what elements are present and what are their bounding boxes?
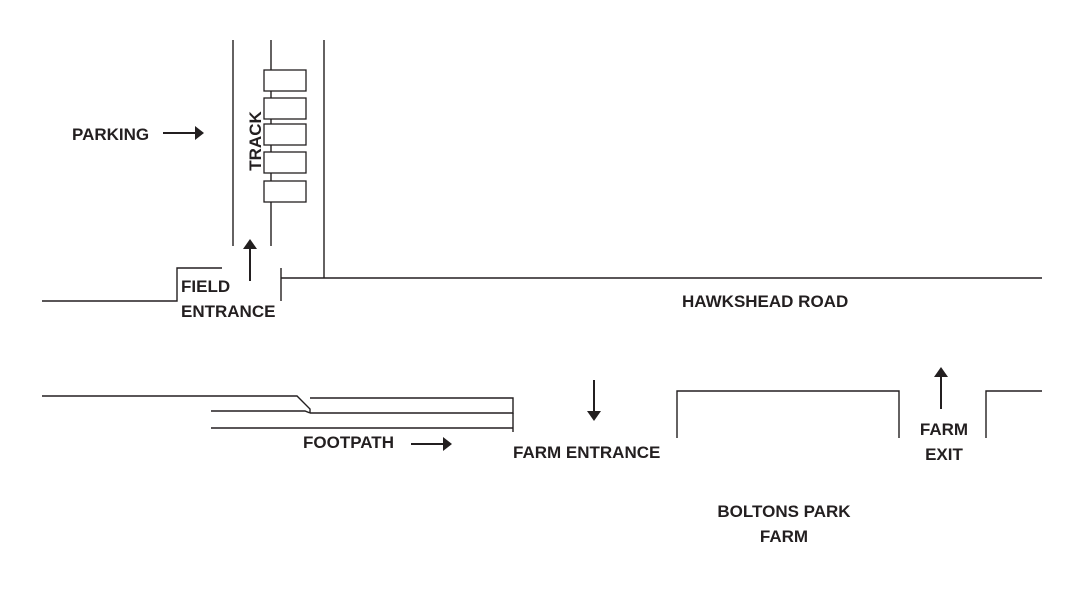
up-arrow-icon xyxy=(934,367,948,409)
right-arrow-icon xyxy=(163,126,204,140)
farm-name-label-2: FARM xyxy=(760,527,808,546)
down-arrow-icon xyxy=(587,380,601,421)
farm-exit-label-2: EXIT xyxy=(925,445,963,464)
up-arrow-icon xyxy=(243,239,257,281)
parking-bay xyxy=(263,151,307,174)
farm-entrance-label: FARM ENTRANCE xyxy=(513,443,660,462)
parking-bay xyxy=(263,69,307,92)
farm-boundary xyxy=(676,390,1042,438)
field-entrance-label-2: ENTRANCE xyxy=(181,302,275,321)
parking-bay xyxy=(263,180,307,203)
right-arrow-icon xyxy=(411,437,452,451)
field-entrance-label-1: FIELD xyxy=(181,277,230,296)
track-label: TRACK xyxy=(246,111,265,171)
farm-exit-label-1: FARM xyxy=(920,420,968,439)
farm-name-label-1: BOLTONS PARK xyxy=(717,502,851,521)
road-name-label: HAWKSHEAD ROAD xyxy=(682,292,848,311)
parking-bay xyxy=(263,123,307,146)
parking-bay xyxy=(263,97,307,120)
parking-label: PARKING xyxy=(72,125,149,144)
parking-bays xyxy=(263,69,307,203)
road-south-edge xyxy=(42,395,514,432)
road-north-edge xyxy=(42,267,1042,302)
footpath-label: FOOTPATH xyxy=(303,433,394,452)
